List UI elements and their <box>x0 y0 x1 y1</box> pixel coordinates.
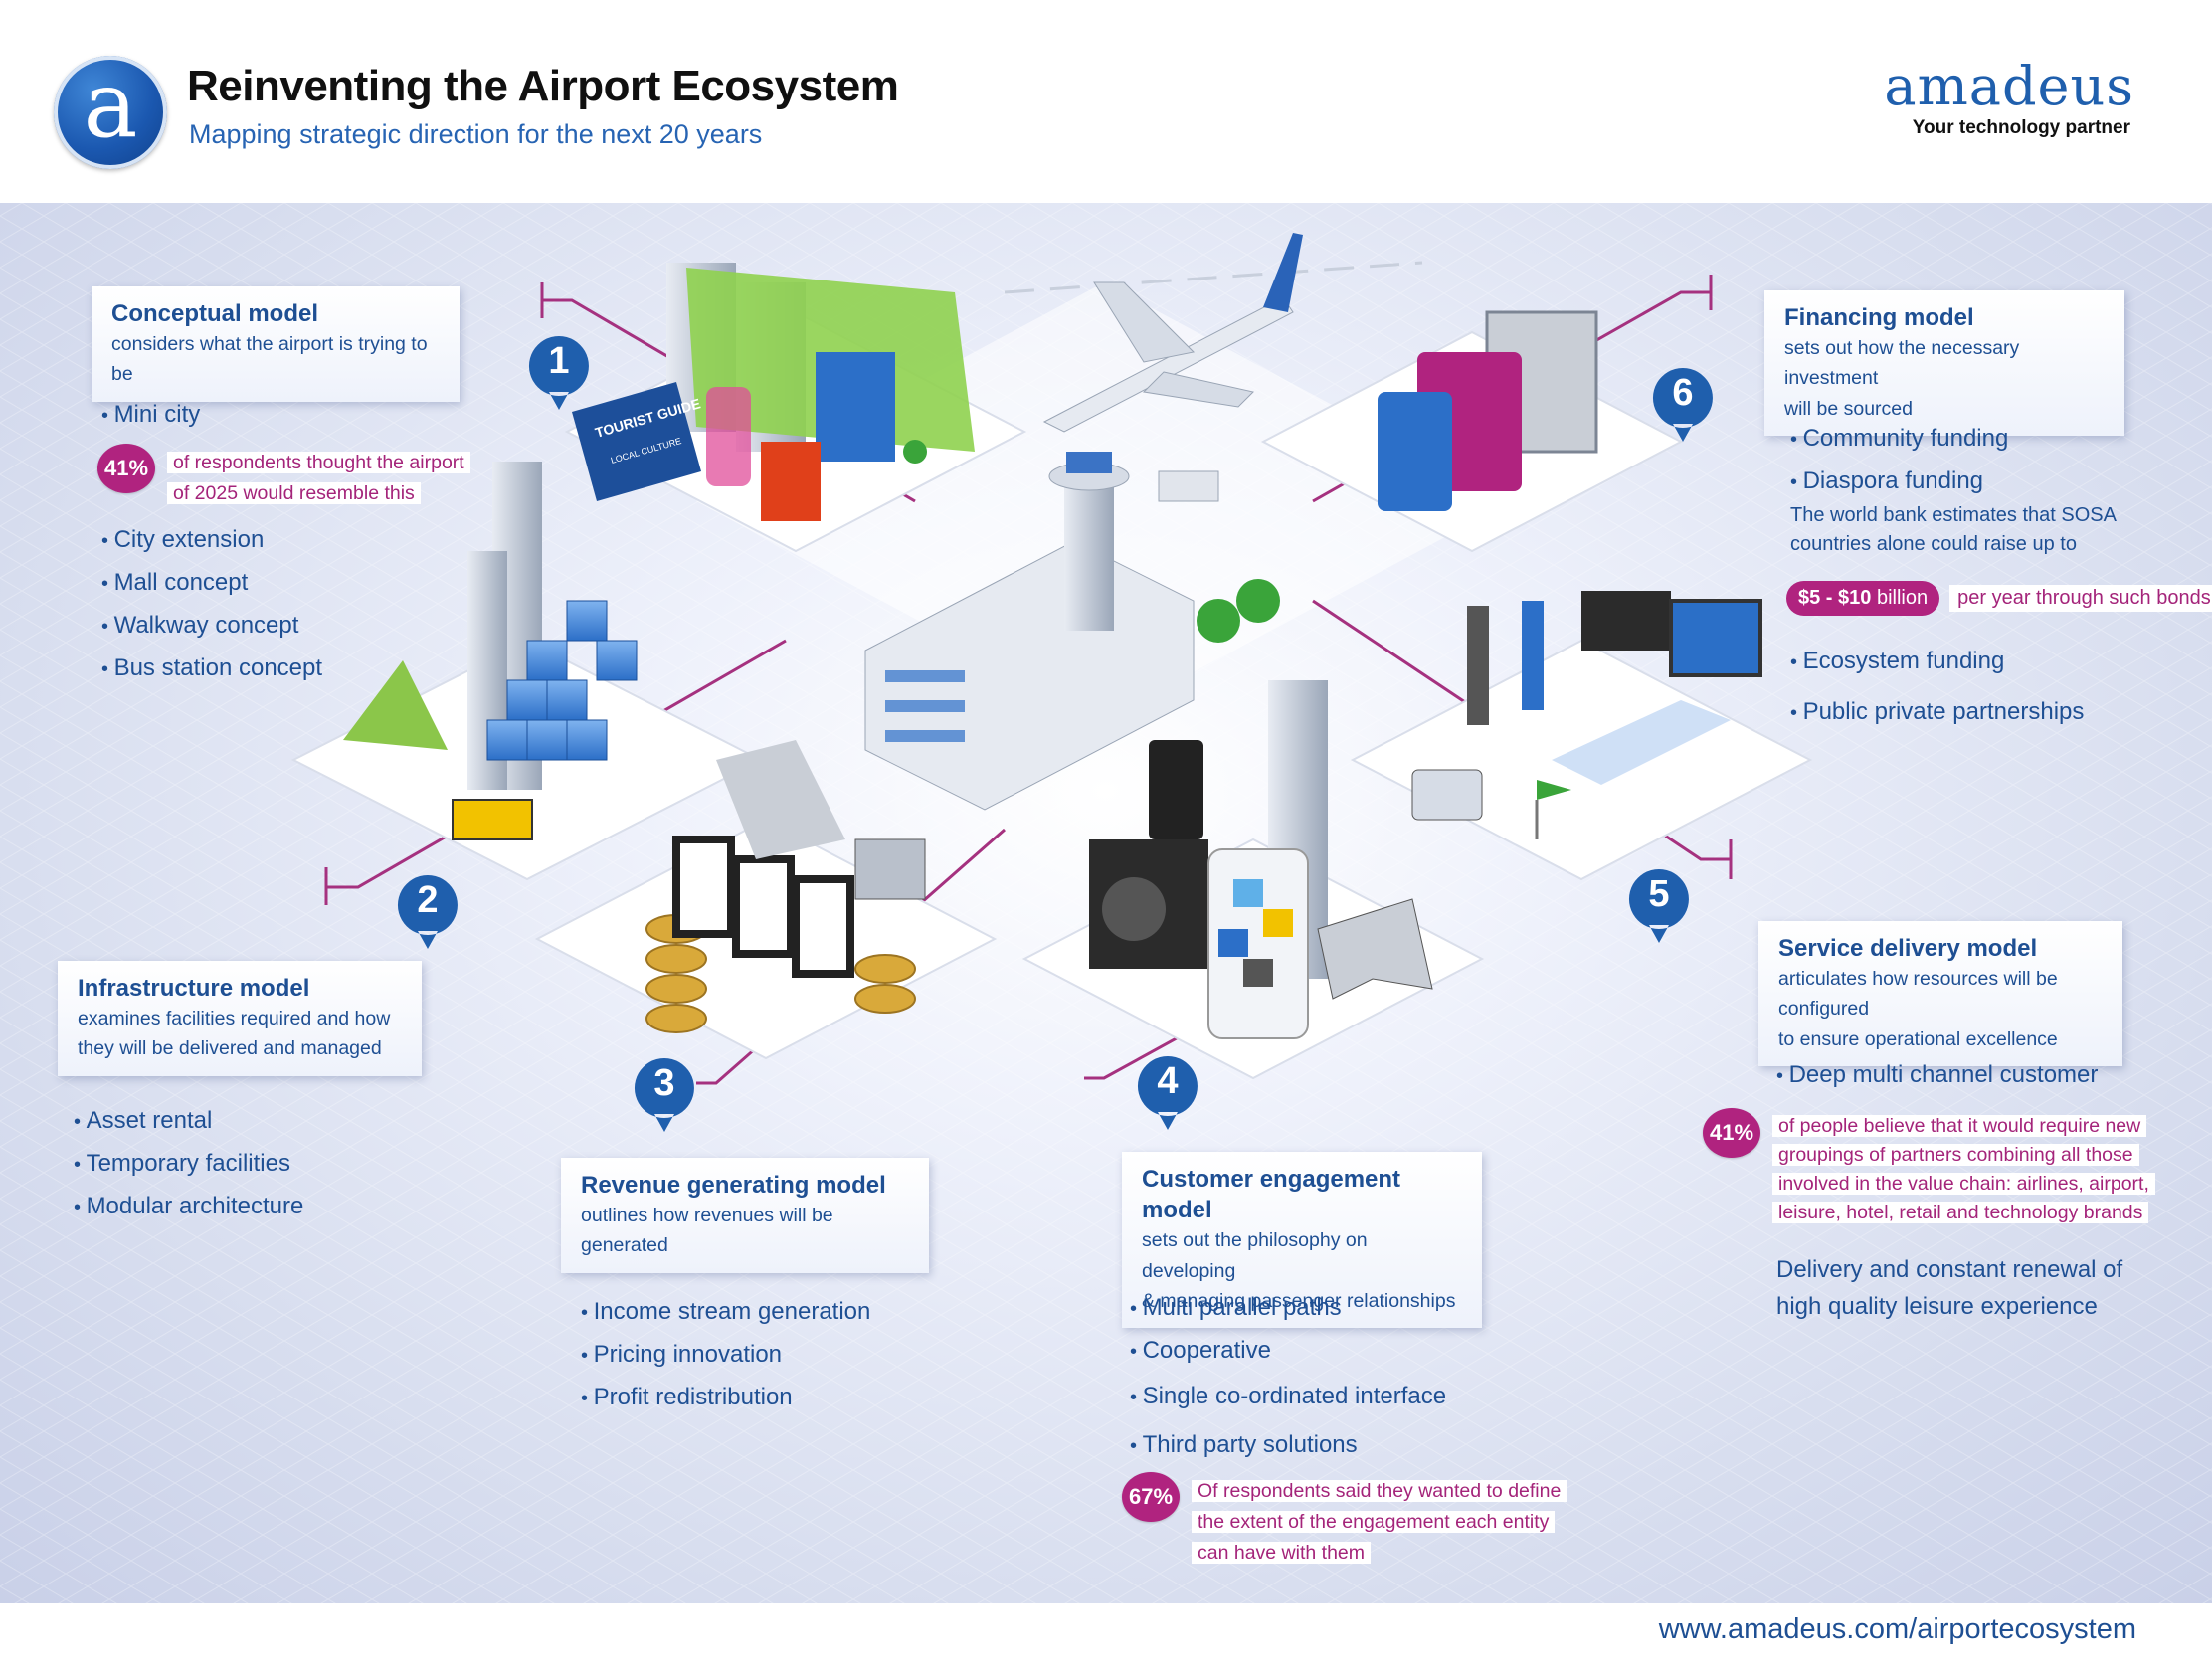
money-badge: $5 - $10 billion <box>1786 581 1940 616</box>
infrastructure-bullets: Asset rental Temporary facilities Modula… <box>74 1100 304 1228</box>
footer-url-link[interactable]: www.amadeus.com/airportecosystem <box>1658 1613 2136 1645</box>
footer <box>0 1603 2212 1677</box>
customer-bullets: Multi parallel paths Cooperative Single … <box>1130 1287 1447 1470</box>
stat-badge: 67% <box>1122 1472 1180 1522</box>
revenue-model-box: Revenue generating model outlines how re… <box>561 1158 929 1273</box>
list-item: Public private partnerships <box>1790 687 2085 738</box>
ecosystem-diagram: TOURIST GUIDE LOCAL CULTURE <box>0 203 2212 1603</box>
page-subtitle: Mapping strategic direction for the next… <box>189 119 763 149</box>
businesswoman-icon <box>1522 601 1544 710</box>
money-text: per year through such bonds <box>1949 585 2212 612</box>
airport-terminal-icon <box>864 452 1280 811</box>
list-item: Mini city <box>101 394 201 437</box>
list-item: Diaspora funding <box>1790 461 2008 503</box>
list-item: Temporary facilities <box>74 1143 303 1186</box>
list-item: Asset rental <box>74 1100 303 1143</box>
financing-note: The world bank estimates that SOSA count… <box>1790 504 2117 555</box>
service-stat: 41% of people believe that it would requ… <box>1703 1108 2155 1227</box>
stat-badge: 41% <box>97 444 155 493</box>
financing-bond-stat: $5 - $10 billion per year through such b… <box>1786 581 2212 616</box>
green-flag-icon <box>1537 780 1571 800</box>
list-item: Modular architecture <box>74 1186 304 1228</box>
stat-badge: 41% <box>1703 1108 1760 1158</box>
list-item: Cooperative <box>1130 1330 1446 1373</box>
excavator-icon <box>452 799 533 840</box>
businessman-icon <box>1467 606 1489 725</box>
stat-text: of respondents thought the airport of 20… <box>167 448 470 509</box>
revenue-bullets: Income stream generation Pricing innovat… <box>581 1291 871 1419</box>
stat-text: Of respondents said they wanted to defin… <box>1192 1476 1567 1569</box>
marker-6: 6 <box>1651 366 1715 444</box>
brand-logo: amadeus <box>1884 55 2134 117</box>
list-item: Single co-ordinated interface <box>1130 1373 1447 1421</box>
brand-tagline: Your technology partner <box>1912 117 2130 138</box>
stat-text: of people believe that it would require … <box>1772 1112 2155 1227</box>
conceptual-bullets-a: Mini city <box>101 394 201 437</box>
platform-services <box>1350 591 1813 881</box>
list-item: Mall concept <box>101 562 322 605</box>
page-title: Reinventing the Airport Ecosystem <box>187 62 899 110</box>
service-bullets-a: Deep multi channel customer <box>1776 1054 2099 1097</box>
list-item: Profit redistribution <box>581 1377 870 1419</box>
list-item: Ecosystem funding <box>1790 637 2084 687</box>
service-delivery-model-box: Service delivery model articulates how r… <box>1758 921 2122 1066</box>
header: a Reinventing the Airport Ecosystem Mapp… <box>0 0 2212 203</box>
infrastructure-model-box: Infrastructure model examines facilities… <box>58 961 422 1076</box>
list-item: City extension <box>101 519 322 562</box>
platform-luggage <box>1260 310 1684 553</box>
conceptual-model-box: Conceptual model considers what the airp… <box>92 286 460 402</box>
list-item: Third party solutions <box>1130 1421 1446 1470</box>
platform-revenue <box>534 740 998 1060</box>
cash-register-icon <box>854 838 926 900</box>
airplane-icon <box>1042 233 1303 433</box>
platform-shopping: TOURIST GUIDE LOCAL CULTURE <box>564 263 1027 553</box>
game-controller-icon <box>1317 898 1433 1000</box>
financing-model-box: Financing model sets out how the necessa… <box>1764 290 2124 436</box>
list-item: Pricing innovation <box>581 1334 870 1377</box>
marker-2: 2 <box>396 873 460 951</box>
list-item: Walkway concept <box>101 605 322 648</box>
customer-stat: 67% Of respondents said they wanted to d… <box>1122 1472 1567 1569</box>
monitor-icon <box>1669 599 1762 677</box>
platform-construction <box>290 462 764 881</box>
list-item: Bus station concept <box>101 648 322 690</box>
conceptual-bullets-b: City extension Mall concept Walkway conc… <box>101 519 322 690</box>
laptop-icon <box>1581 591 1671 651</box>
financing-bullets-a: Community funding Diaspora funding <box>1790 418 2009 503</box>
list-item: Community funding <box>1790 418 2009 461</box>
airport-vehicle-icon <box>1158 470 1219 502</box>
marker-3: 3 <box>633 1056 696 1134</box>
marker-5: 5 <box>1627 867 1691 945</box>
marker-1: 1 <box>527 334 591 412</box>
list-item: Income stream generation <box>581 1291 871 1334</box>
list-item: Multi parallel paths <box>1130 1287 1446 1330</box>
service-bullet-b: Delivery and constant renewal of high qu… <box>1776 1256 2123 1320</box>
list-item: Deep multi channel customer <box>1776 1054 2099 1097</box>
conceptual-stat: 41% of respondents thought the airport o… <box>97 444 470 509</box>
financing-bullets-b: Ecosystem funding Public private partner… <box>1790 637 2085 738</box>
platform-devices <box>1021 680 1485 1080</box>
amadeus-a-logo-icon: a <box>54 56 167 169</box>
marker-4: 4 <box>1136 1054 1199 1132</box>
music-player-icon <box>1411 769 1483 821</box>
